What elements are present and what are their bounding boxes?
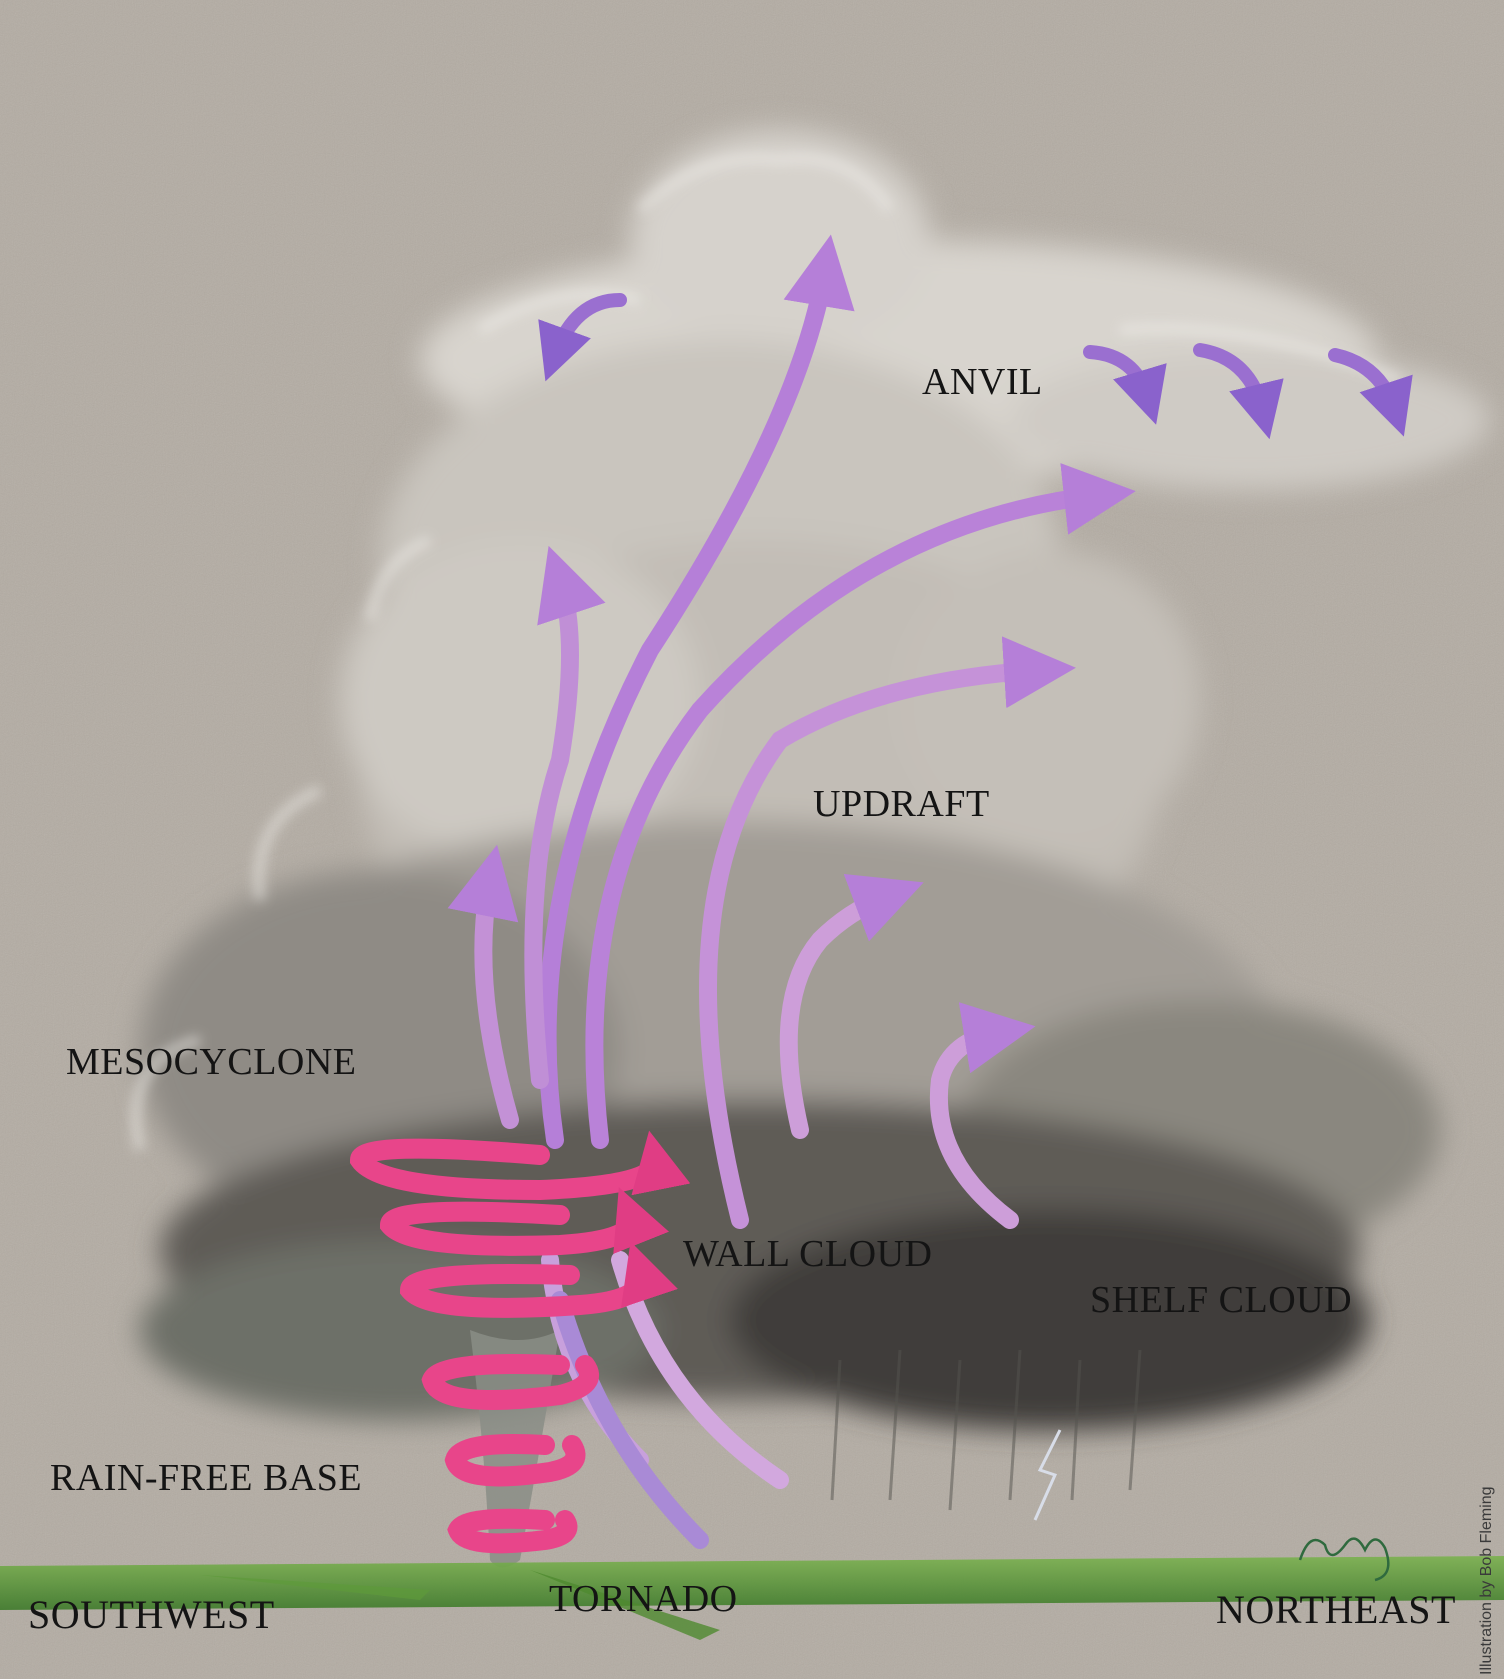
label-northeast: NORTHEAST xyxy=(1216,1586,1456,1633)
label-mesocyclone: MESOCYCLONE xyxy=(66,1040,357,1084)
label-southwest: SOUTHWEST xyxy=(28,1591,275,1638)
illustration-credit: Illustration by Bob Fleming xyxy=(1478,1486,1496,1675)
label-tornado: TORNADO xyxy=(549,1577,738,1621)
label-wall-cloud: WALL CLOUD xyxy=(683,1232,933,1276)
label-anvil: ANVIL xyxy=(922,360,1043,404)
label-rain-free-base: RAIN-FREE BASE xyxy=(50,1456,362,1500)
label-updraft: UPDRAFT xyxy=(813,782,990,826)
label-shelf-cloud: SHELF CLOUD xyxy=(1090,1278,1352,1322)
